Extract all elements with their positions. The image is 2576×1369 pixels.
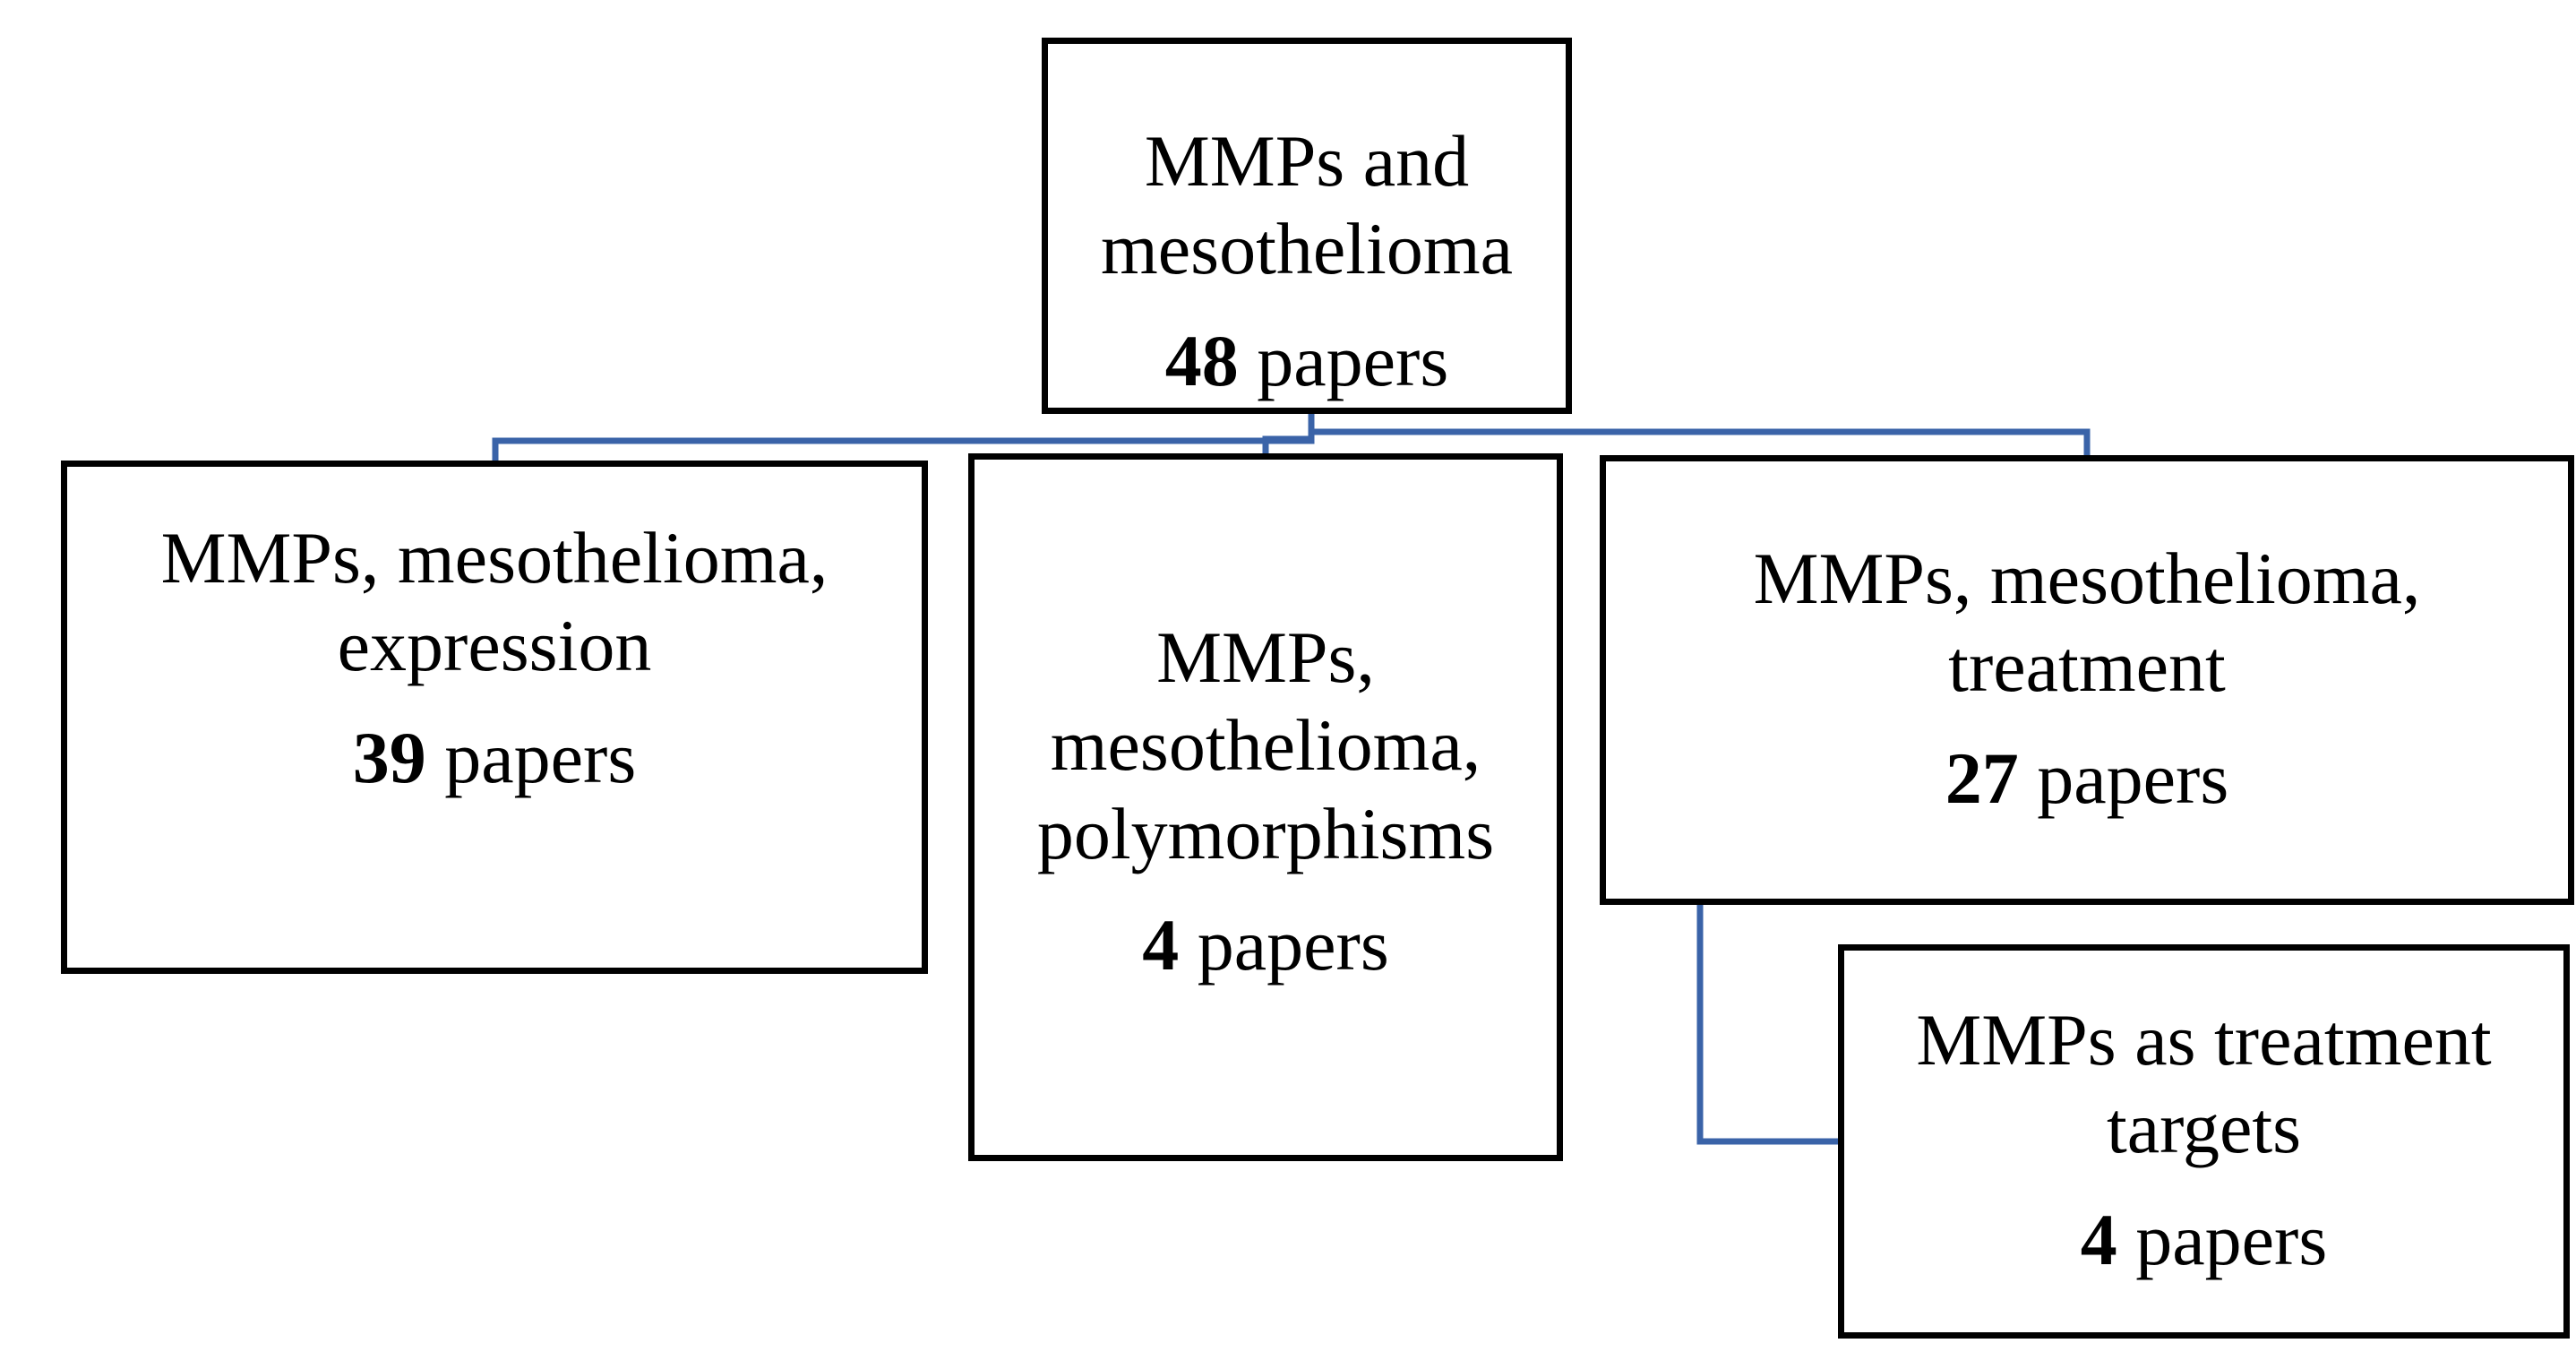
node-mmps-and-mesothelioma: MMPs and mesothelioma 48 papers: [1042, 38, 1572, 414]
paper-count-unit: papers: [1238, 320, 1449, 402]
node-treatment-targets: MMPs as treatment targets 4 papers: [1838, 944, 2570, 1339]
paper-count-unit: papers: [425, 717, 637, 799]
node-title: MMPs as treatment targets: [1916, 999, 2492, 1169]
node-title: MMPs, mesothelioma, expression: [160, 517, 829, 687]
paper-count-number: 39: [352, 717, 426, 799]
node-paper-count: 27 papers: [1945, 735, 2229, 822]
paper-count-unit: papers: [2018, 737, 2229, 820]
node-title: MMPs, mesothelioma, treatment: [1753, 538, 2421, 708]
paper-count-number: 4: [1142, 904, 1180, 986]
node-paper-count: 4 papers: [1142, 901, 1389, 989]
paper-count-unit: papers: [2117, 1199, 2328, 1281]
paper-count-number: 27: [1945, 737, 2019, 820]
node-paper-count: 48 papers: [1165, 317, 1449, 405]
connector-treatment-to-targets: [1696, 905, 1838, 1145]
node-paper-count: 4 papers: [2081, 1196, 2328, 1284]
connector-root-to-treatment: [1308, 414, 2091, 455]
node-polymorphisms: MMPs, mesothelioma, polymorphisms 4 pape…: [968, 453, 1563, 1161]
node-expression: MMPs, mesothelioma, expression 39 papers: [61, 461, 928, 974]
paper-count-unit: papers: [1179, 904, 1389, 986]
paper-count-number: 4: [2080, 1199, 2117, 1281]
paper-count-number: 48: [1164, 320, 1239, 402]
node-title: MMPs, mesothelioma, polymorphisms: [1036, 616, 1495, 874]
node-title: MMPs and mesothelioma: [1100, 120, 1513, 290]
connector-root-to-polymorphisms: [1262, 414, 1315, 453]
node-treatment: MMPs, mesothelioma, treatment 27 papers: [1600, 455, 2574, 905]
node-paper-count: 39 papers: [353, 714, 637, 802]
